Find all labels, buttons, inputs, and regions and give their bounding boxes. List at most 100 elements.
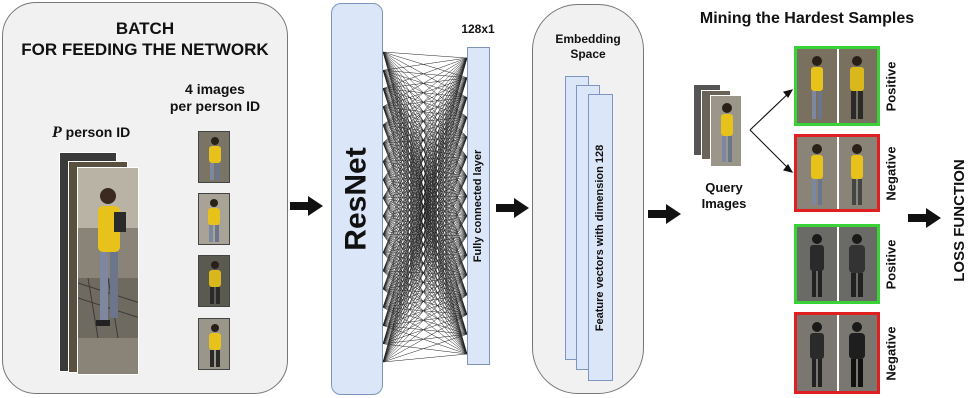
mesh-line xyxy=(382,156,468,235)
mesh-line xyxy=(382,325,468,355)
mesh-line xyxy=(382,235,468,253)
mesh-line xyxy=(382,176,468,290)
mesh-line xyxy=(382,57,468,326)
mesh-line xyxy=(382,234,468,276)
mesh-line xyxy=(382,77,468,253)
mesh-line xyxy=(382,156,468,290)
feature-vectors-label-wrap: Feature vectors with dimension 128 xyxy=(588,94,613,381)
mesh-line xyxy=(382,57,468,308)
mesh-line xyxy=(382,70,468,236)
mining-title: Mining the Hardest Samples xyxy=(699,10,915,27)
mesh-line xyxy=(382,307,468,315)
mesh-line xyxy=(382,215,468,308)
mesh-line xyxy=(382,70,468,256)
mesh-line xyxy=(382,77,468,235)
mesh-line xyxy=(382,234,468,315)
fc-label-wrap: Fully connected layer xyxy=(467,47,490,365)
mesh-line xyxy=(382,235,468,272)
mesh-line xyxy=(382,234,468,236)
mesh-line xyxy=(382,195,468,290)
mesh-line xyxy=(382,195,468,326)
mesh-line xyxy=(382,179,468,315)
fc-layer-block xyxy=(467,47,490,365)
mesh-line xyxy=(382,274,468,363)
mesh-line xyxy=(382,57,468,271)
mesh-line xyxy=(382,288,468,315)
mesh-line xyxy=(382,97,468,180)
mesh-line xyxy=(382,106,468,197)
mesh-line xyxy=(382,57,468,71)
person-id-text: person ID xyxy=(61,124,131,140)
mesh-line xyxy=(382,314,468,326)
mesh-line xyxy=(382,197,468,256)
mesh-line xyxy=(382,97,468,217)
mesh-line xyxy=(382,215,468,235)
mesh-line xyxy=(382,294,468,363)
arrow-right-icon xyxy=(290,196,323,216)
mesh-line xyxy=(382,156,468,199)
mesh-line xyxy=(382,161,468,295)
mesh-line xyxy=(382,234,468,256)
mesh-line xyxy=(382,88,468,236)
pair-1-label: Positive xyxy=(883,61,899,111)
mesh-line xyxy=(382,117,468,235)
mesh-line xyxy=(382,179,468,197)
mesh-line xyxy=(382,274,468,344)
mesh-line xyxy=(382,215,468,344)
pair-1-frame xyxy=(794,46,880,126)
resnet-label-wrap: ResNet xyxy=(331,3,383,395)
mesh-line xyxy=(382,106,468,217)
mesh-line xyxy=(382,343,468,355)
person-id-variable: P xyxy=(52,124,62,141)
mesh-line xyxy=(382,51,468,236)
mesh-line xyxy=(382,176,468,271)
mesh-line xyxy=(382,124,468,256)
mesh-line xyxy=(382,106,468,276)
mesh-line xyxy=(382,215,468,236)
mesh-line xyxy=(382,197,468,276)
mesh-line xyxy=(382,161,468,276)
arrow-right-icon xyxy=(648,204,681,224)
query-photo-main xyxy=(710,95,742,167)
mesh-line xyxy=(382,176,468,217)
mesh-line xyxy=(382,51,468,276)
batch-title-line2: FOR FEEDING THE NETWORK xyxy=(21,40,269,59)
mesh-line xyxy=(382,136,468,308)
images-per-id-line1: 4 images xyxy=(185,81,245,97)
mesh-line xyxy=(382,156,468,180)
mesh-line xyxy=(382,176,468,326)
mesh-line xyxy=(382,294,468,326)
arrow-right-icon xyxy=(908,208,941,228)
pair-3-label-wrap: Positive xyxy=(880,224,902,304)
mesh-line xyxy=(382,143,468,355)
pair-3-label: Positive xyxy=(883,239,899,289)
feature-vectors-label: Feature vectors with dimension 128 xyxy=(594,144,607,331)
mesh-line xyxy=(382,136,468,253)
resnet-block xyxy=(331,3,383,395)
mesh-line xyxy=(382,176,468,344)
mesh-line xyxy=(382,179,468,276)
mesh-line xyxy=(382,215,468,272)
mesh-line xyxy=(382,197,468,236)
mesh-line xyxy=(382,195,468,272)
mesh-line xyxy=(382,143,468,315)
mesh-line xyxy=(382,77,468,126)
batch-thumb-1 xyxy=(198,131,230,183)
mesh-line xyxy=(382,255,468,344)
resnet-label: ResNet xyxy=(340,147,373,251)
mesh-line xyxy=(382,197,468,295)
mesh-line xyxy=(382,57,468,89)
mesh-line xyxy=(382,117,468,217)
mesh-line xyxy=(382,77,468,363)
batch-thumb-4 xyxy=(198,318,230,370)
mesh-line xyxy=(382,197,468,315)
pair-3-frame xyxy=(794,224,880,304)
mesh-line xyxy=(382,57,468,162)
mesh-line xyxy=(382,57,468,253)
mesh-line xyxy=(382,274,468,308)
fully-connected-mesh xyxy=(382,51,468,363)
mesh-line xyxy=(382,195,468,199)
mesh-line xyxy=(382,255,468,272)
mesh-line xyxy=(382,156,468,363)
